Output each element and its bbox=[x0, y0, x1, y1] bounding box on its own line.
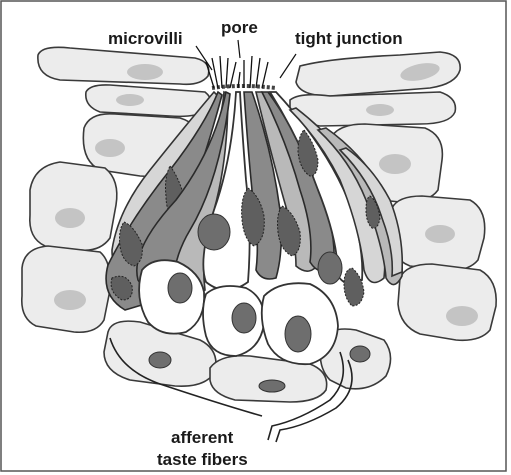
label-pore: pore bbox=[221, 18, 258, 37]
label-taste-fibers: taste fibers bbox=[157, 450, 248, 469]
label-afferent: afferent bbox=[171, 428, 234, 447]
label-microvilli: microvilli bbox=[108, 29, 183, 48]
label-tight-junction: tight junction bbox=[295, 29, 403, 48]
